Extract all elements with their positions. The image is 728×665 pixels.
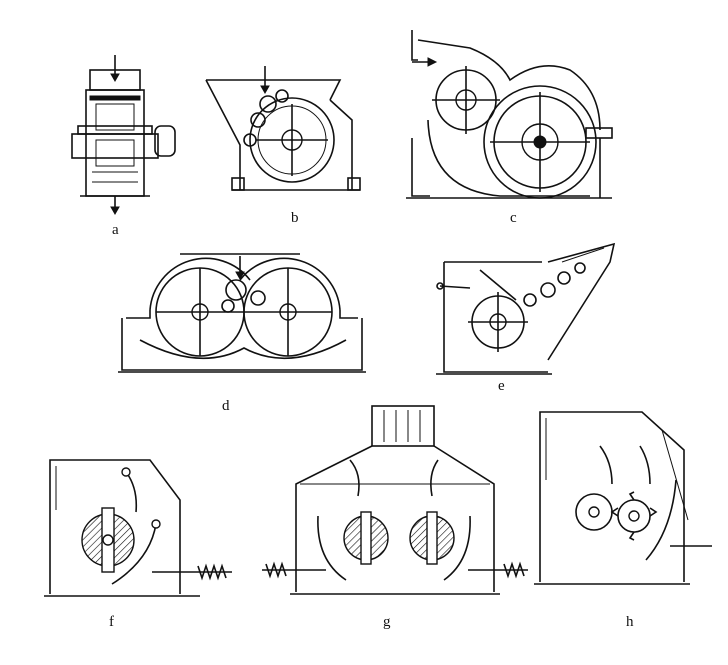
- panel-label-h: h: [626, 614, 634, 630]
- panel-h-drawing: [534, 411, 712, 585]
- panel-label-f: f: [109, 614, 114, 630]
- panel-b-drawing: [205, 66, 361, 191]
- panel-d-drawing: [118, 253, 366, 373]
- panel-label-e: e: [498, 378, 505, 394]
- panel-label-c: c: [510, 210, 517, 226]
- panel-c-drawing: [406, 30, 613, 199]
- panel-a-drawing: [71, 55, 176, 216]
- panel-label-a: a: [112, 222, 119, 238]
- panel-g-drawing: [262, 405, 528, 595]
- panel-label-b: b: [291, 210, 299, 226]
- panel-f-drawing: [44, 459, 232, 597]
- panel-e-drawing: [436, 242, 616, 375]
- panel-label-g: g: [383, 614, 391, 630]
- panel-label-d: d: [222, 398, 230, 414]
